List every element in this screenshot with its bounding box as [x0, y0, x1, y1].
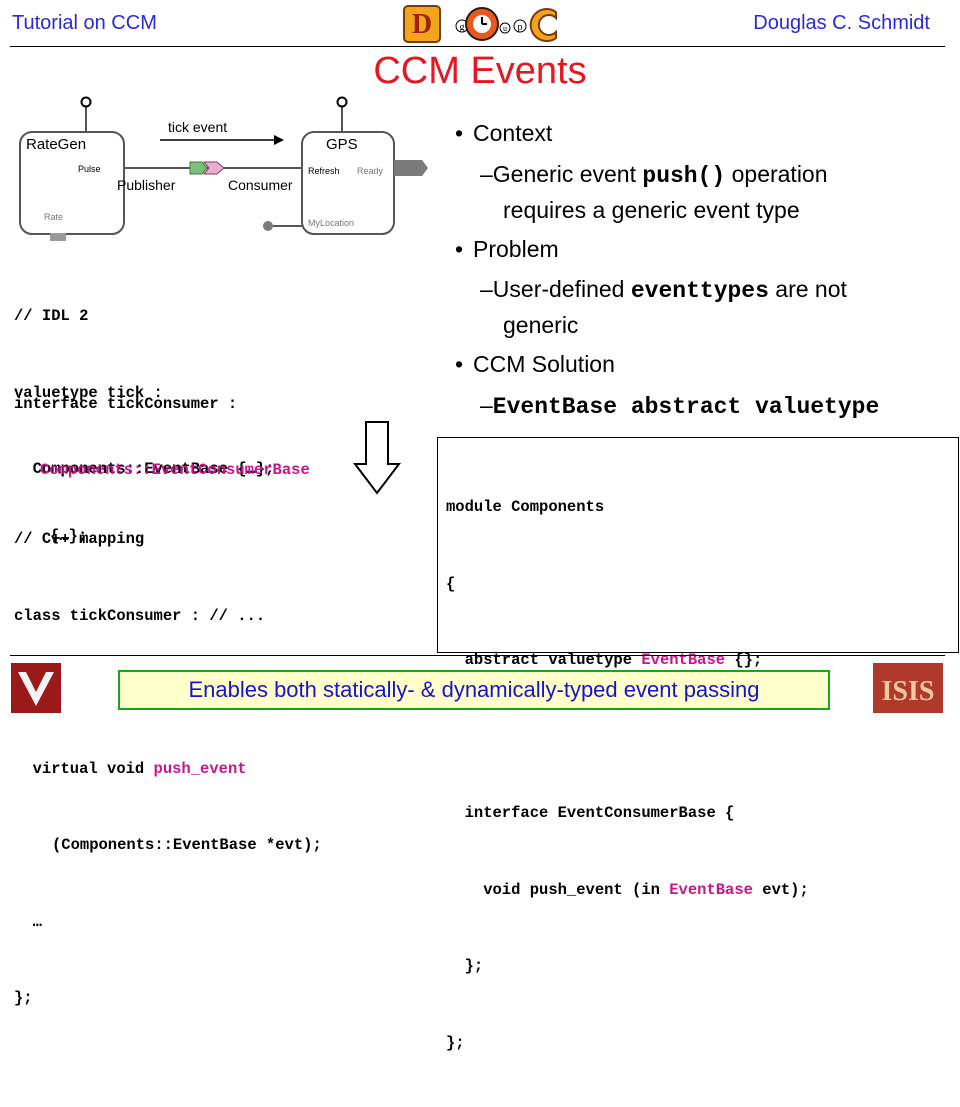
module-code-box: module Components { abstract valuetype E…: [437, 437, 959, 1052]
svg-text:ISIS: ISIS: [882, 676, 935, 707]
idl-line-2: valuetype tick :: [14, 383, 163, 402]
sub-bullet-problem-line2: generic: [503, 312, 579, 338]
cpp-line-4-a: virtual void: [14, 759, 154, 778]
context-sub-text-b: operation: [725, 161, 828, 187]
module-line-5-c: evt);: [752, 880, 809, 899]
idl-code-block: // IDL 2 valuetype tick : Components::Ev…: [14, 253, 274, 508]
component-diagram: [19, 96, 428, 241]
bullet-solution-text: CCM Solution: [473, 351, 615, 377]
sub-bullet-solution-line1: –EventBase abstract valuetype: [480, 392, 880, 420]
sub-bullet-context-line2: requires a generic event type: [503, 197, 800, 223]
problem-sub-text-b: are not: [768, 276, 847, 302]
pulse-port-label: Pulse: [78, 164, 101, 174]
slide-title: CCM Events: [373, 50, 587, 92]
cpp-line-5: (Components::EventBase *evt);: [52, 836, 322, 854]
idl-line-1: // IDL 2: [14, 307, 89, 325]
down-arrow-icon: [352, 421, 402, 495]
module-line-6: };: [446, 957, 484, 975]
doc-group-logo: D g u p: [403, 5, 557, 43]
idl-line-5: Components::EventConsumerBase: [40, 461, 310, 479]
svg-text:g: g: [460, 22, 465, 33]
isis-logo: ISIS: [873, 663, 943, 713]
solution-sub-mono: EventBase abstract valuetype: [492, 394, 880, 420]
svg-text:p: p: [518, 22, 523, 33]
cpp-push-event: push_event: [153, 759, 247, 778]
rate-attribute-label: Rate: [44, 212, 64, 222]
bullet-dot-icon: •: [455, 120, 464, 146]
rategen-label: RateGen: [26, 136, 87, 153]
sub-bullet-solution: –EventBase abstract valuetype: [480, 388, 879, 424]
module-eventbase-2: EventBase: [669, 880, 753, 899]
gps-label: GPS: [326, 136, 358, 153]
sub-bullet-problem-line1: –User-defined eventtypes are not: [480, 276, 847, 304]
context-sub-mono: push(): [642, 163, 726, 189]
context-sub-text-a: Generic event: [492, 161, 643, 187]
vanderbilt-logo: [11, 663, 61, 713]
module-line-2: {: [446, 574, 456, 593]
sub-bullet-context-line1: –Generic event push() operation: [480, 161, 828, 189]
header-divider: [10, 46, 945, 47]
cpp-line-1: // C++ mapping: [14, 530, 145, 548]
footer-divider: [10, 655, 945, 656]
bullet-dot-icon: •: [455, 351, 464, 377]
sub-bullet-problem: –User-defined eventtypes are not generic: [480, 272, 847, 342]
cpp-code-block: // C++ mapping class tickConsumer : // .…: [14, 476, 322, 1037]
tick-event-label: tick event: [168, 119, 228, 135]
problem-sub-mono: eventtypes: [630, 278, 769, 304]
bullet-context-text: Context: [473, 120, 553, 146]
module-line-1: module Components: [446, 498, 605, 516]
consumer-label: Consumer: [228, 177, 293, 193]
module-blank-line: [446, 725, 809, 751]
svg-text:D: D: [412, 9, 432, 40]
module-line-5-a: void push_event (in: [446, 880, 670, 899]
ready-port-label: Ready: [357, 166, 384, 176]
cpp-line-6: …: [14, 912, 42, 931]
module-line-3-c: {};: [725, 651, 763, 669]
header-left-title: Tutorial on CCM: [12, 12, 157, 34]
module-line-4: interface EventConsumerBase {: [446, 804, 735, 822]
module-line-5: void push_event (in EventBase evt);: [446, 878, 809, 904]
idl-line-4: interface tickConsumer :: [14, 395, 238, 413]
module-line-7: };: [446, 1033, 465, 1052]
footer-banner: Enables both statically- & dynamically-t…: [118, 670, 830, 710]
header-author: Douglas C. Schmidt: [753, 12, 930, 34]
problem-sub-text-a: User-defined: [492, 276, 631, 302]
cpp-line-4: virtual void push_event: [14, 757, 322, 783]
refresh-port-label: Refresh: [308, 166, 340, 176]
mylocation-port-label: MyLocation: [308, 218, 355, 228]
cpp-line-2: class tickConsumer : // ...: [14, 606, 266, 625]
bullet-problem-text: Problem: [473, 236, 559, 262]
bullet-dot-icon: •: [455, 236, 464, 262]
svg-text:u: u: [503, 24, 507, 33]
cpp-line-7: };: [14, 989, 33, 1007]
module-line-3-a: abstract valuetype: [446, 651, 642, 669]
idl-interface-block: interface tickConsumer : Components::Eve…: [14, 349, 310, 569]
idl-line-6: {…};: [50, 527, 88, 545]
sub-bullet-context: –Generic event push() operation requires…: [480, 157, 828, 227]
module-eventbase-1: EventBase: [641, 651, 726, 669]
publisher-label: Publisher: [117, 177, 176, 193]
idl-line-3: Components::EventBase {…};: [14, 460, 275, 478]
module-code: module Components { abstract valuetype E…: [446, 444, 809, 1107]
